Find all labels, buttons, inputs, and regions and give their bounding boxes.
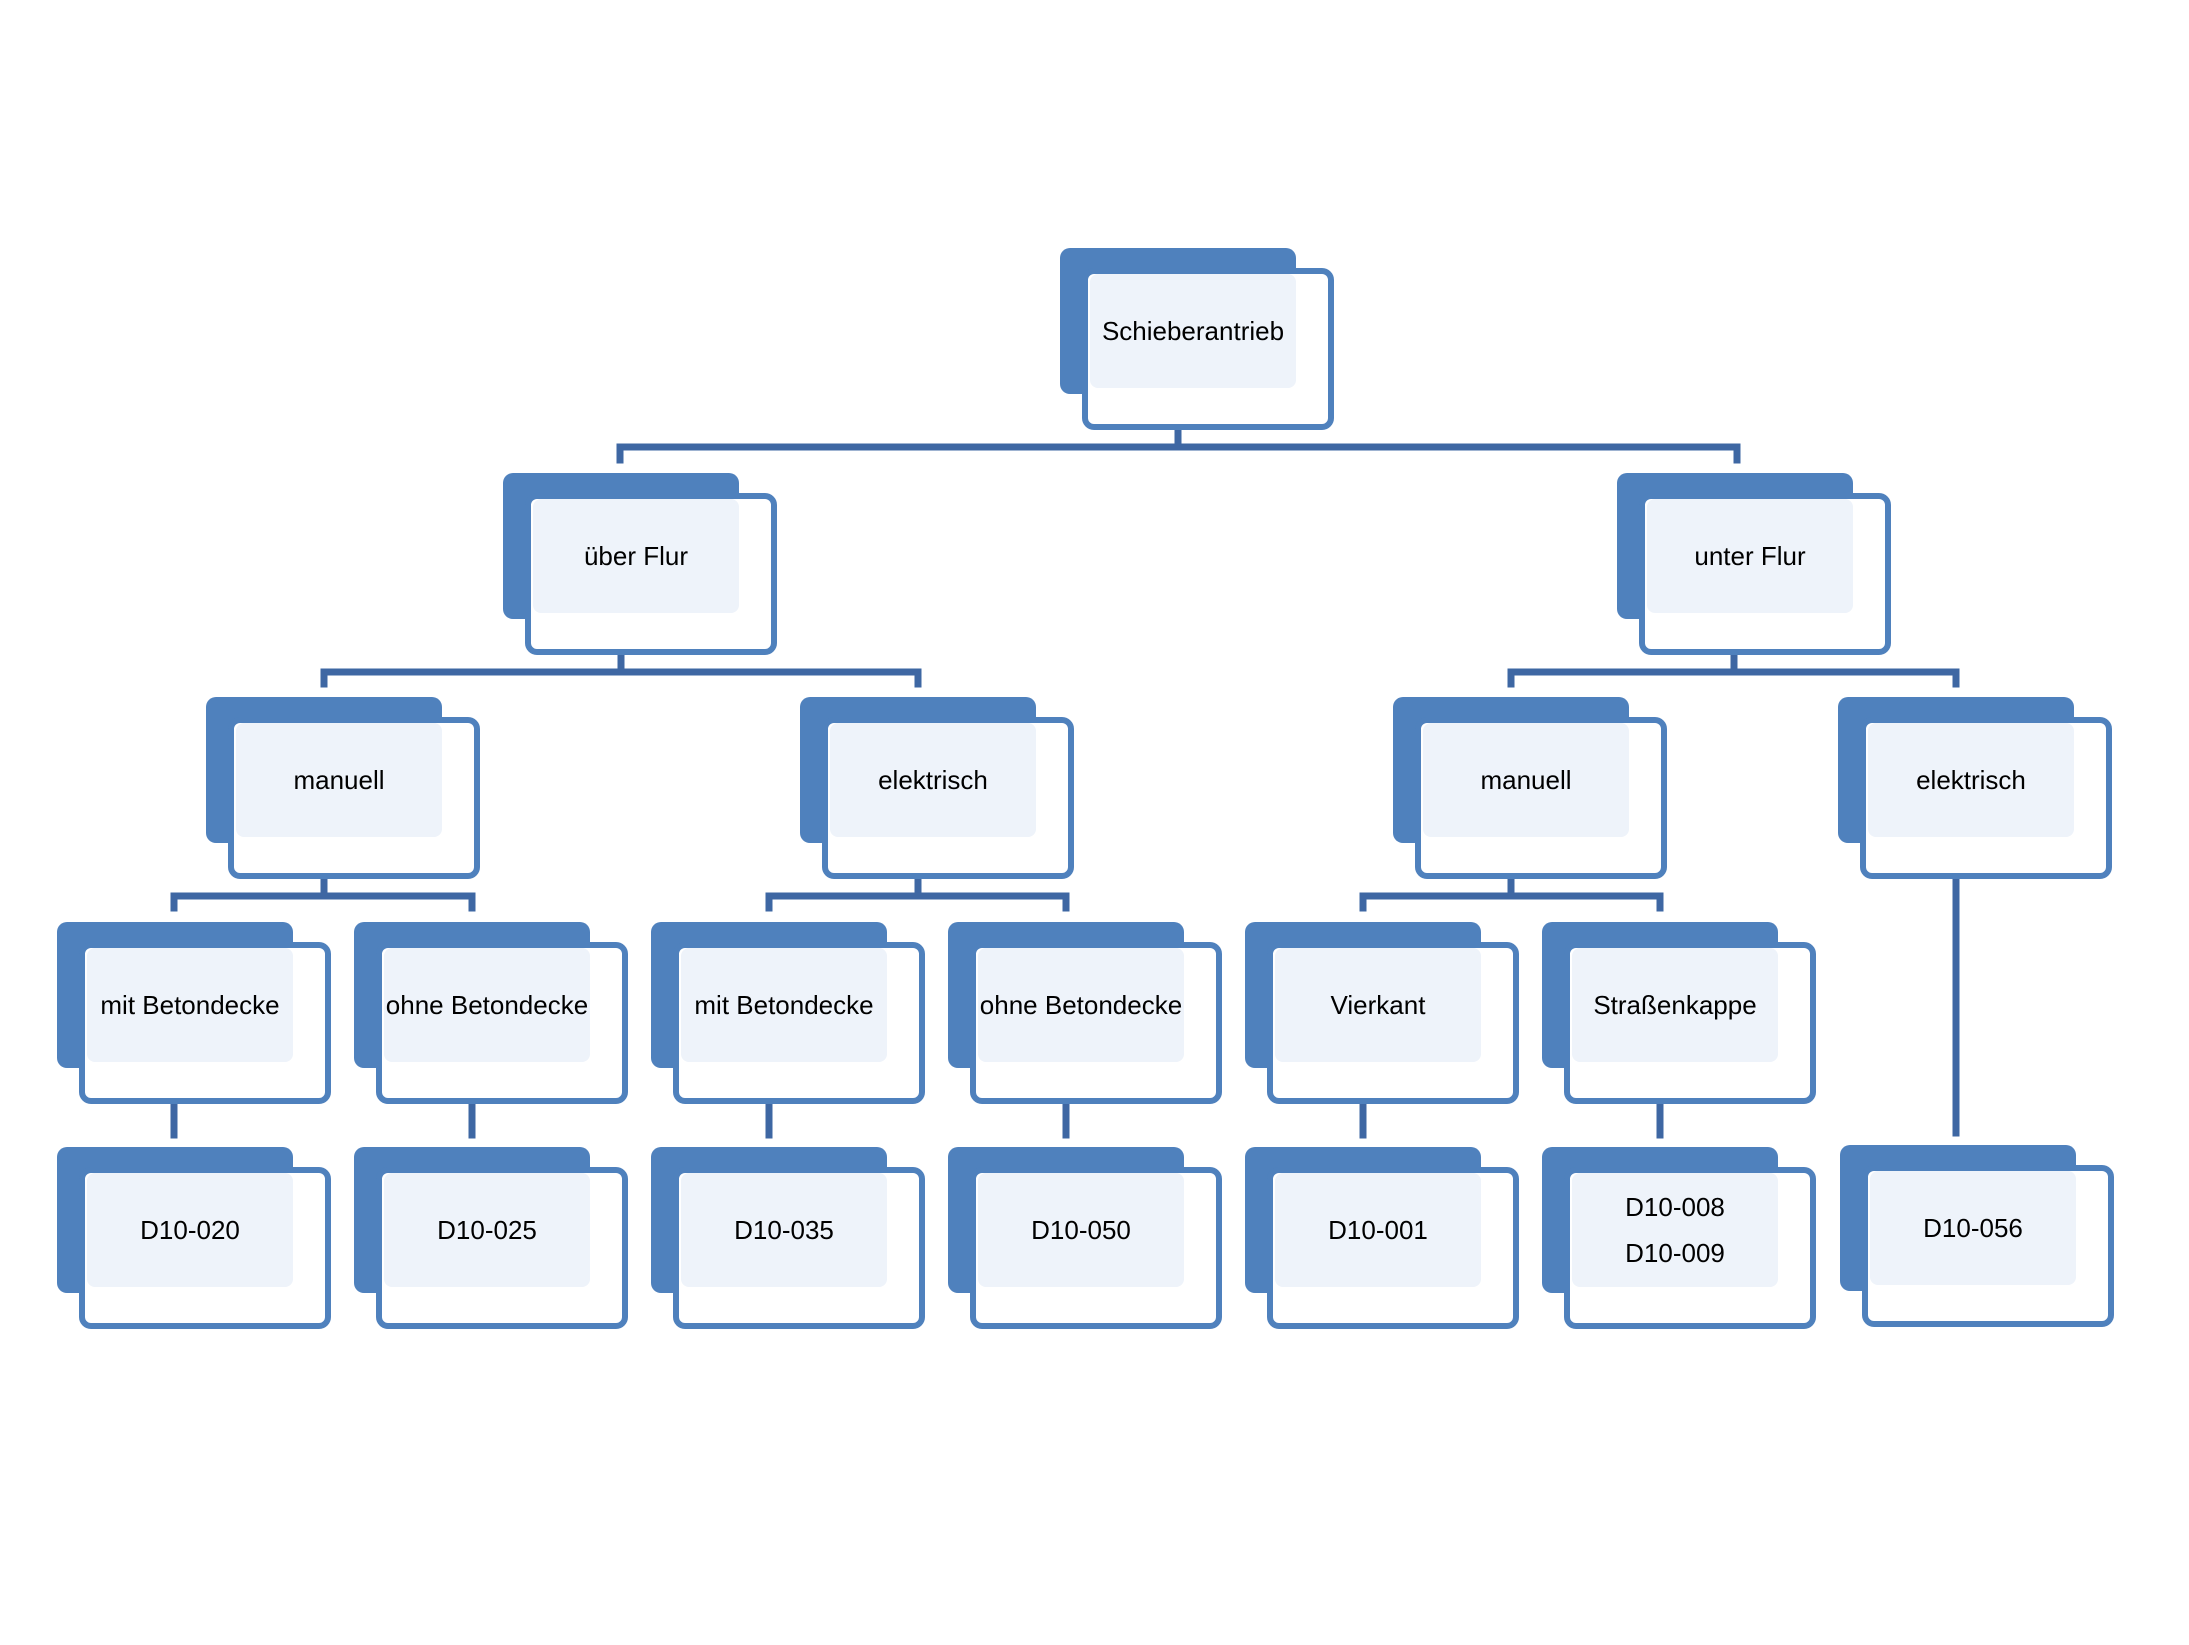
node-label: unter Flur — [1694, 541, 1806, 571]
node-ohne-betondecke-1: ohne Betondecke — [354, 922, 628, 1104]
node-label: mit Betondecke — [694, 990, 874, 1020]
node-label: ohne Betondecke — [385, 990, 589, 1020]
node-strassenkappe: Straßenkappe — [1542, 922, 1816, 1104]
node-label: Straßenkappe — [1593, 990, 1757, 1020]
node-code-d10-056: D10-056 — [1840, 1145, 2114, 1327]
node-label: D10-025 — [437, 1215, 537, 1245]
node-label: D10-001 — [1328, 1215, 1428, 1245]
node-manuell-right: manuell — [1393, 697, 1667, 879]
node-label: D10-035 — [734, 1215, 834, 1245]
node-elektrisch-left: elektrisch — [800, 697, 1074, 879]
node-label: über Flur — [583, 541, 689, 571]
node-vierkant: Vierkant — [1245, 922, 1519, 1104]
node-label: D10-056 — [1923, 1213, 2023, 1243]
node-mit-betondecke-2: mit Betondecke — [651, 922, 925, 1104]
node-unter-flur: unter Flur — [1617, 473, 1891, 655]
node-label: elektrisch — [878, 765, 988, 795]
node-label: D10-020 — [140, 1215, 240, 1245]
node-label: D10-008 — [1625, 1192, 1725, 1222]
node-code-d10-025: D10-025 — [354, 1147, 628, 1329]
node-label: elektrisch — [1916, 765, 2026, 795]
node-label: Schieberantrieb — [1101, 316, 1285, 346]
node-label: D10-009 — [1625, 1238, 1725, 1268]
node-label: ohne Betondecke — [979, 990, 1183, 1020]
node-code-d10-001: D10-001 — [1245, 1147, 1519, 1329]
node-label: manuell — [293, 765, 385, 795]
node-elektrisch-right: elektrisch — [1838, 697, 2112, 879]
node-label: manuell — [1480, 765, 1572, 795]
node-code-d10-035: D10-035 — [651, 1147, 925, 1329]
node-label: Vierkant — [1330, 990, 1426, 1020]
node-label: D10-050 — [1031, 1215, 1131, 1245]
node-mit-betondecke-1: mit Betondecke — [57, 922, 331, 1104]
node-root: Schieberantrieb — [1060, 248, 1334, 430]
node-code-d10-050: D10-050 — [948, 1147, 1222, 1329]
node-label: mit Betondecke — [100, 990, 280, 1020]
node-code-d10-008-009: D10-008 D10-009 — [1542, 1147, 1816, 1329]
node-manuell-left: manuell — [206, 697, 480, 879]
node-code-d10-020: D10-020 — [57, 1147, 331, 1329]
node-ueber-flur: über Flur — [503, 473, 777, 655]
node-ohne-betondecke-2: ohne Betondecke — [948, 922, 1222, 1104]
connector-codes — [170, 1078, 1664, 1139]
